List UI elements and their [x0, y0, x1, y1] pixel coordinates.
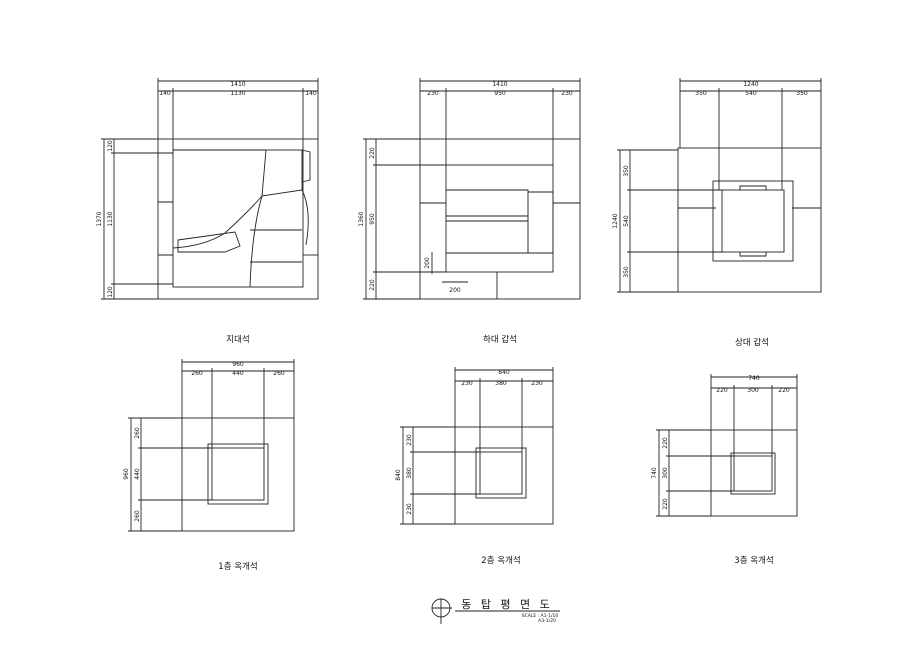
dim-sangdae-width-part: 540: [745, 90, 757, 97]
dim-floor2-height-part: 380: [406, 467, 413, 479]
dim-floor3-height-part: 220: [662, 498, 669, 510]
plan-hadae: [363, 78, 581, 300]
dim-floor1-width-part: 440: [232, 370, 244, 377]
dim-floor1-height-total: 960: [123, 468, 130, 480]
dim-hadae-width-part: 230: [427, 90, 439, 97]
dim-floor3-width-part: 220: [716, 387, 728, 394]
dim-sangdae-height-total: 1240: [612, 213, 619, 228]
dim-sangdae-height-part: 350: [623, 266, 630, 278]
dim-sangdae-height-part: 540: [623, 215, 630, 227]
dim-floor3-width-part: 220: [778, 387, 790, 394]
dim-floor2-height-total: 840: [395, 469, 402, 481]
dim-floor3-height-total: 740: [651, 467, 658, 479]
dim-hadae-detail-h: 200: [424, 257, 431, 269]
dim-floor1-height-part: 260: [134, 427, 141, 439]
dim-jidae-width-part: 1130: [230, 90, 245, 97]
dim-jidae-height-part: 120: [107, 140, 114, 152]
plan-floor3: [656, 374, 798, 517]
dim-floor3-height-part: 300: [662, 467, 669, 479]
plan-floor1: [128, 359, 295, 532]
dim-floor3-width-part: 300: [747, 387, 759, 394]
dim-floor2-width-part: 380: [495, 380, 507, 387]
dim-sangdae-width-total: 1240: [743, 81, 758, 88]
dim-floor3-width-total: 740: [748, 375, 760, 382]
dim-floor1-height-part: 440: [134, 468, 141, 480]
dim-sangdae-height-part: 350: [623, 165, 630, 177]
dim-floor1-width-part: 260: [191, 370, 203, 377]
scale-text-2: A3-1/20: [538, 618, 556, 624]
drawing-label-sangdae: 상대 갑석: [735, 337, 769, 348]
dim-floor2-height-part: 230: [406, 503, 413, 515]
dim-jidae-width-total: 1410: [230, 81, 245, 88]
title-block: [431, 598, 560, 624]
plan-sangdae: [617, 78, 822, 293]
dim-jidae-width-part: 140: [159, 90, 171, 97]
dim-floor2-width-part: 230: [531, 380, 543, 387]
dim-floor3-height-part: 220: [662, 437, 669, 449]
dim-hadae-width-part: 230: [561, 90, 573, 97]
dim-floor1-height-part: 260: [134, 510, 141, 522]
dim-jidae-height-part: 120: [107, 286, 114, 298]
drawing-label-floor2: 2층 옥개석: [481, 555, 520, 566]
dim-floor2-height-part: 230: [406, 434, 413, 446]
drawing-label-hadae: 하대 갑석: [483, 334, 517, 345]
scale-text-1: SCALE : A1-1/10: [522, 613, 559, 619]
drawing-title: 동 탑 평 면 도: [461, 598, 553, 611]
plan-floor2: [400, 367, 554, 525]
dim-hadae-height-part: 220: [369, 279, 376, 291]
dim-hadae-detail-w: 200: [449, 287, 461, 294]
dim-jidae-height-total: 1370: [96, 211, 103, 226]
dim-jidae-height-part: 1130: [107, 211, 114, 226]
dim-floor2-width-total: 840: [498, 369, 510, 376]
dim-floor1-width-total: 960: [232, 361, 244, 368]
dim-floor1-width-part: 260: [273, 370, 285, 377]
plan-jidae: [101, 78, 319, 300]
drawing-label-jidae: 지대석: [226, 334, 249, 345]
dim-hadae-width-part: 950: [494, 90, 506, 97]
dim-hadae-width-total: 1410: [492, 81, 507, 88]
dim-sangdae-width-part: 350: [695, 90, 707, 97]
dim-hadae-height-part: 950: [369, 213, 376, 225]
dim-hadae-height-part: 220: [369, 147, 376, 159]
dim-hadae-height-total: 1360: [358, 211, 365, 226]
dim-floor2-width-part: 230: [461, 380, 473, 387]
dim-sangdae-width-part: 350: [796, 90, 808, 97]
drawing-label-floor1: 1층 옥개석: [218, 561, 257, 572]
dim-jidae-width-part: 140: [305, 90, 317, 97]
drawing-label-floor3: 3층 옥개석: [734, 555, 773, 566]
